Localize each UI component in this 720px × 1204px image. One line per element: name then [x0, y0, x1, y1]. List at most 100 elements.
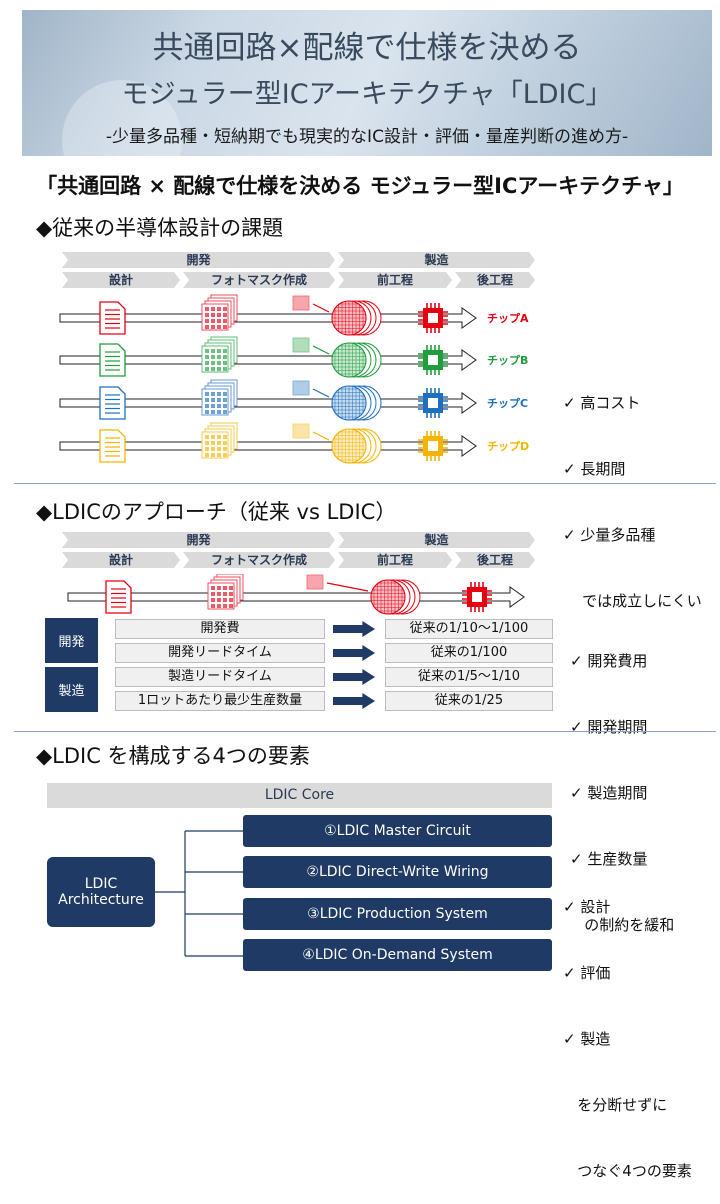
- wafer-stack-icon: [331, 385, 382, 421]
- photomask-stack-icon: [201, 294, 238, 331]
- single-mask-icon: [292, 295, 310, 311]
- check-item: ✓ 製造: [563, 1030, 611, 1048]
- single-mask-icon: [292, 337, 310, 353]
- element-box-master-circuit: ①LDIC Master Circuit: [243, 815, 552, 847]
- metric-cell: 製造リードタイム: [115, 667, 325, 687]
- improvement-cell: 従来の1/25: [385, 691, 553, 711]
- check-item: ✓ 製造期間: [570, 784, 648, 802]
- ic-chip-icon: [418, 388, 448, 418]
- section2-checklist: ✓ 開発費用 ✓ 開発期間 ✓ 製造期間 ✓ 生産数量 の制約を緩和: [570, 606, 674, 958]
- wafer-stack-icon: [331, 300, 382, 336]
- right-arrow-icon: [333, 669, 375, 685]
- photomask-stack-icon: [201, 336, 238, 373]
- ic-chip-icon: [418, 431, 448, 461]
- flow-row: [59, 422, 477, 464]
- phase-chevron-back: 後工程: [455, 272, 535, 288]
- chip-label: チップB: [487, 354, 529, 367]
- section1-flow-diagram: [59, 294, 477, 464]
- section1-heading: ◆従来の半導体設計の課題: [36, 216, 284, 240]
- phase-chevron-design: 設計: [62, 272, 180, 288]
- improvement-cell: 従来の1/5～1/10: [385, 667, 553, 687]
- element-box-production-system: ③LDIC Production System: [243, 898, 552, 930]
- photomask-stack-icon: [207, 574, 244, 610]
- check-item: では成立しにくい: [563, 592, 702, 610]
- mask-transfer-arrow: [312, 431, 330, 441]
- single-mask-icon: [292, 380, 310, 396]
- process-arrow: [59, 307, 477, 329]
- section-divider: [14, 731, 716, 732]
- element-box-on-demand-system: ④LDIC On-Demand System: [243, 939, 552, 971]
- flow-row: [59, 379, 477, 421]
- wafer-stack-icon: [370, 579, 421, 615]
- check-item: ✓ 設計: [563, 898, 611, 916]
- banner-tagline: -少量多品種・短納期でも現実的なIC設計・評価・量産判断の進め方-: [105, 127, 629, 147]
- ic-chip-icon: [462, 582, 492, 612]
- section2-heading: ◆LDICのアプローチ（従来 vs LDIC）: [36, 500, 397, 524]
- check-item: ✓ 開発費用: [570, 652, 648, 670]
- check-item: の制約を緩和: [570, 916, 675, 934]
- improvement-cell: 従来の1/10～1/100: [385, 619, 553, 639]
- check-item: ✓ 評価: [563, 964, 611, 982]
- phase-chevron-photomask: フォトマスク作成: [183, 272, 335, 288]
- group-label-mfg: 製造: [45, 667, 98, 712]
- design-document-icon: [99, 343, 126, 377]
- header-banner: 共通回路×配線で仕様を決める モジュラー型ICアーキテクチャ「LDIC」 -少量…: [22, 10, 712, 156]
- flow-row: [59, 336, 477, 378]
- process-arrow: [67, 586, 525, 608]
- design-document-icon: [99, 386, 126, 420]
- single-mask-icon: [306, 574, 324, 590]
- chip-label: チップC: [487, 397, 529, 410]
- phase-chevron-back: 後工程: [455, 552, 535, 568]
- mask-transfer-arrow: [312, 303, 330, 313]
- flow-row: [59, 294, 477, 336]
- ic-chip-icon: [418, 303, 448, 333]
- check-item: つなぐ4つの要素: [563, 1162, 692, 1180]
- right-arrow-icon: [333, 621, 375, 637]
- photomask-stack-icon: [201, 422, 238, 459]
- check-item: ✓ 長期間: [563, 460, 626, 478]
- process-arrow: [59, 349, 477, 371]
- improvement-cell: 従来の1/100: [385, 643, 553, 663]
- ldic-architecture-box: LDIC Architecture: [47, 857, 155, 927]
- check-item: ✓ 高コスト: [563, 394, 641, 412]
- mask-transfer-arrow: [312, 388, 330, 398]
- process-arrow: [59, 435, 477, 457]
- ldic-core-bar: LDIC Core: [47, 783, 552, 808]
- section-divider: [14, 483, 716, 484]
- right-arrow-icon: [333, 693, 375, 709]
- flow-row: [67, 574, 525, 615]
- ic-chip-icon: [418, 345, 448, 375]
- page-subtitle: 「共通回路 × 配線で仕様を決める モジュラー型ICアーキテクチャ」: [36, 174, 684, 198]
- check-item: ✓ 少量多品種: [563, 526, 656, 544]
- banner-title-line2: モジュラー型ICアーキテクチャ「LDIC」: [121, 79, 613, 110]
- mask-transfer-arrow: [312, 345, 330, 355]
- section1-checklist: ✓ 高コスト ✓ 長期間 ✓ 少量多品種 では成立しにくい: [563, 348, 702, 634]
- banner-title: 共通回路×配線で仕様を決める: [152, 30, 582, 66]
- check-item: を分断せずに: [563, 1096, 668, 1114]
- section3-heading: ◆LDIC を構成する4つの要素: [36, 744, 310, 768]
- single-mask-icon: [292, 423, 310, 439]
- check-item: ✓ 開発期間: [570, 718, 648, 736]
- metric-cell: 開発費: [115, 619, 325, 639]
- right-arrow-icon: [333, 645, 375, 661]
- element-box-direct-write-wiring: ②LDIC Direct-Write Wiring: [243, 856, 552, 888]
- phase-chevron-photomask: フォトマスク作成: [183, 552, 335, 568]
- design-document-icon: [99, 429, 126, 463]
- phase-chevron-design: 設計: [62, 552, 180, 568]
- phase-chevron-mfg: 製造: [338, 252, 535, 268]
- phase-chevron-dev: 開発: [62, 532, 335, 548]
- group-label-dev: 開発: [45, 618, 98, 663]
- photomask-stack-icon: [201, 379, 238, 416]
- section2-flow-diagram: [67, 574, 525, 615]
- wafer-stack-icon: [331, 428, 382, 464]
- check-item: ✓ 生産数量: [570, 850, 648, 868]
- design-document-icon: [99, 301, 126, 335]
- chip-label: チップA: [487, 312, 529, 325]
- phase-chevron-front: 前工程: [338, 272, 452, 288]
- wafer-stack-icon: [331, 342, 382, 378]
- section3-checklist: ✓ 設計 ✓ 評価 ✓ 製造 を分断せずに つなぐ4つの要素: [563, 852, 692, 1204]
- metric-cell: 1ロットあたり最少生産数量: [115, 691, 325, 711]
- phase-chevron-mfg: 製造: [338, 532, 535, 548]
- phase-chevron-dev: 開発: [62, 252, 335, 268]
- mask-transfer-arrow: [326, 582, 369, 592]
